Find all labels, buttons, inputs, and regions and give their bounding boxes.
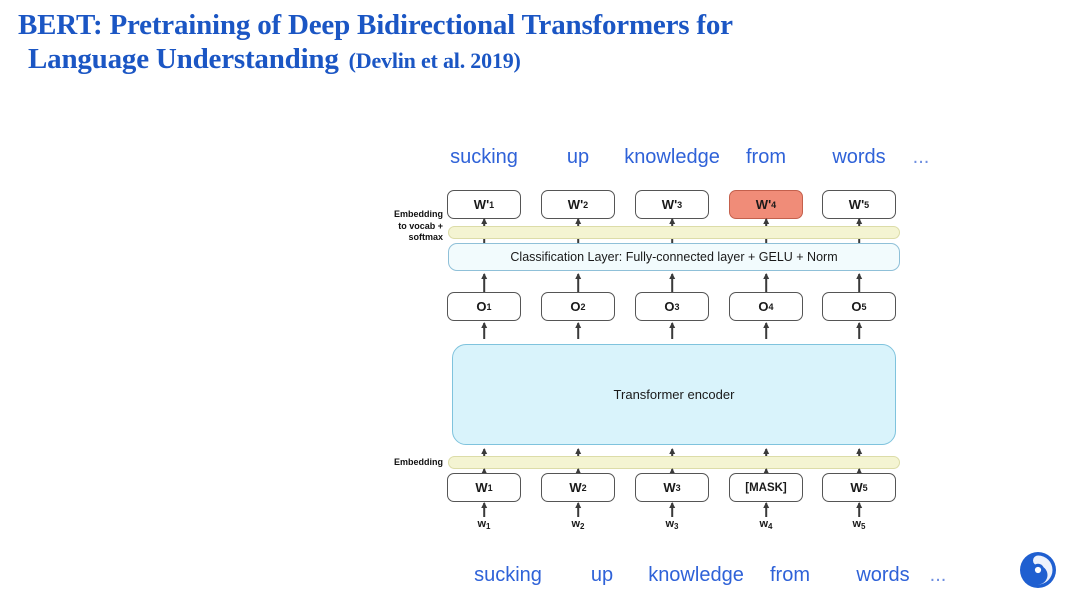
output-token-box-2: W'2 <box>541 190 615 219</box>
arrow-hidden-to-class-2 <box>577 274 579 292</box>
arrow-class-to-vocab-4 <box>765 239 767 245</box>
arrow-encoder-to-hidden-5 <box>858 323 860 339</box>
arrow-input-to-embedding-2 <box>577 469 579 476</box>
arrow-encoder-to-hidden-2 <box>577 323 579 339</box>
input-token-box-4: [MASK] <box>729 473 803 502</box>
title-line-2-text: Language Understanding <box>28 43 339 75</box>
bottom-tick-5: w5 <box>852 518 866 531</box>
output-word-4: from <box>746 146 786 168</box>
title-citation: (Devlin et al. 2019) <box>348 48 521 73</box>
title-line-2: Language Understanding (Devlin et al. 201… <box>18 42 918 78</box>
output-word-1: sucking <box>450 146 518 168</box>
arrow-encoder-to-hidden-3 <box>671 323 673 339</box>
arrow-input-to-embedding-1 <box>483 469 485 476</box>
input-word-3: knowledge <box>648 564 744 586</box>
output-word-2: up <box>566 146 590 168</box>
arrow-input-to-embedding-3 <box>671 469 673 476</box>
arrow-class-to-vocab-5 <box>858 239 860 245</box>
arrow-encoder-to-hidden-4 <box>765 323 767 339</box>
input-word-5: words <box>856 564 910 586</box>
arrow-hidden-to-class-4 <box>765 274 767 292</box>
output-word-3: knowledge <box>624 146 720 168</box>
output-word-5: words <box>832 146 886 168</box>
arrow-word-to-input-1 <box>483 503 485 517</box>
bottom-tick-2: w2 <box>571 518 585 531</box>
arrow-hidden-to-class-3 <box>671 274 673 292</box>
arrow-input-to-embedding-5 <box>858 469 860 476</box>
classification-layer-box: Classification Layer: Fully-connected la… <box>448 243 900 271</box>
arrow-hidden-to-class-5 <box>858 274 860 292</box>
arrow-class-to-vocab-1 <box>483 239 485 245</box>
arrow-word-to-input-4 <box>765 503 767 517</box>
vocab-softmax-band <box>448 226 900 239</box>
embedding-to-vocab-line: Embedding <box>394 209 443 219</box>
arrow-word-to-input-3 <box>671 503 673 517</box>
input-word-1: sucking <box>474 564 542 586</box>
arrow-word-to-input-5 <box>858 503 860 517</box>
title-line-1: BERT: Pretraining of Deep Bidirectional … <box>18 9 733 41</box>
output-token-box-3: W'3 <box>635 190 709 219</box>
arrow-encoder-to-hidden-1 <box>483 323 485 339</box>
arrow-class-to-vocab-2 <box>577 239 579 245</box>
swirl-logo <box>1018 550 1058 590</box>
arrow-hidden-to-class-1 <box>483 274 485 292</box>
arrow-input-to-embedding-4 <box>765 469 767 476</box>
bottom-tick-3: w3 <box>665 518 679 531</box>
output-token-box-4: W'4 <box>729 190 803 219</box>
embedding-label: Embedding <box>394 457 443 467</box>
bottom-tick-4: w4 <box>759 518 773 531</box>
arrow-word-to-input-2 <box>577 503 579 517</box>
embedding-to-vocab-line: softmax <box>408 232 443 242</box>
input-word-2: up <box>590 564 614 586</box>
embedding-to-vocab-line: to vocab + <box>398 220 443 231</box>
output-word-ellipsis: ... <box>912 146 930 168</box>
transformer-encoder-box: Transformer encoder <box>452 344 896 445</box>
page-title: BERT: Pretraining of Deep Bidirectional … <box>18 8 918 78</box>
bottom-tick-1: w1 <box>477 518 491 531</box>
output-token-box-5: W'5 <box>822 190 896 219</box>
output-token-box-1: W'1 <box>447 190 521 219</box>
input-word-4: from <box>770 564 810 586</box>
arrow-class-to-vocab-3 <box>671 239 673 245</box>
input-word-ellipsis: ... <box>929 564 947 586</box>
